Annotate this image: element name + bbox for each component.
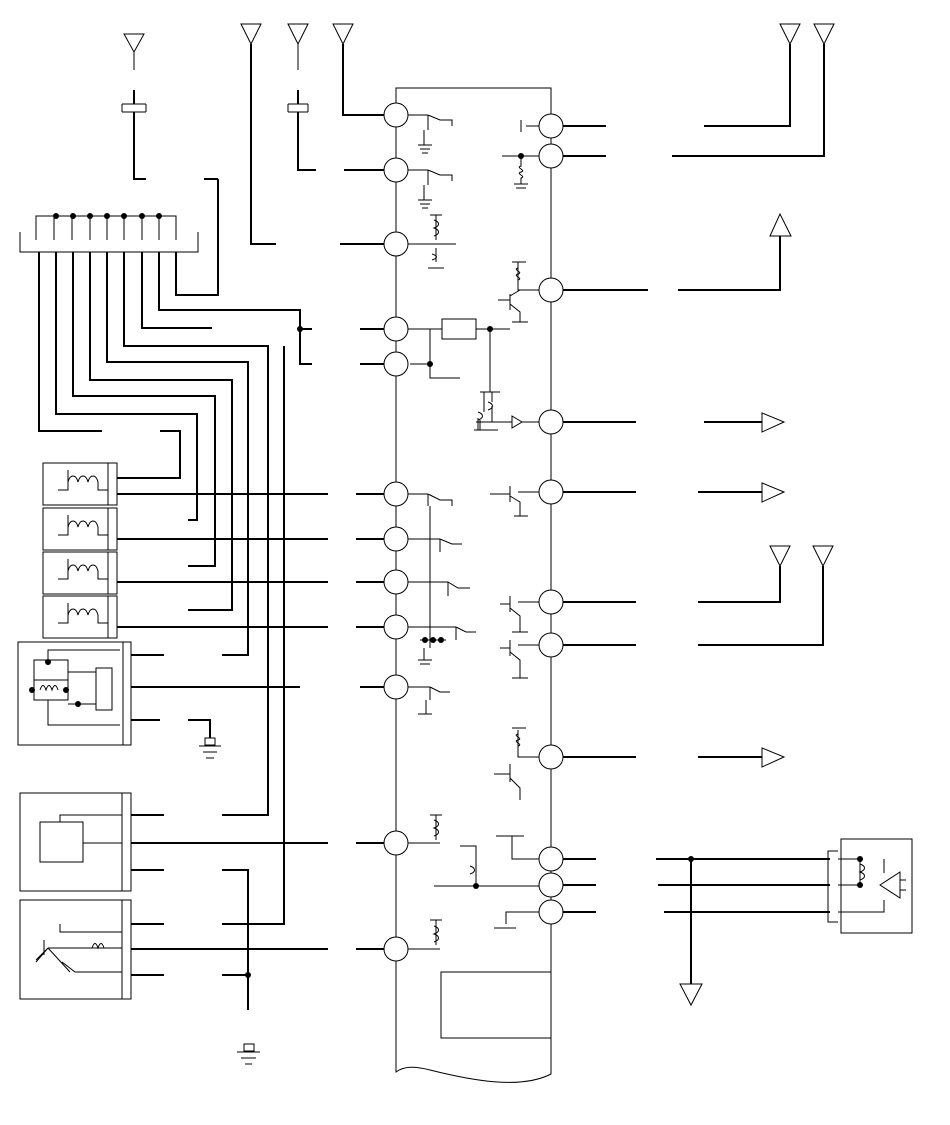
supply-triangle-icon (779, 23, 801, 46)
ecu-terminal-right (538, 846, 564, 872)
ecu-terminal-right (538, 872, 564, 898)
ecu-terminal-left (383, 830, 409, 856)
ecu-terminal-right (538, 143, 564, 169)
ecu-terminal-right (538, 409, 564, 435)
ecu-terminal-left (383, 316, 409, 342)
internal-left-drivers (408, 114, 510, 950)
ecu-terminal-left (383, 936, 409, 962)
ecu-terminal-left (383, 481, 409, 507)
ecu-terminal-right (538, 113, 564, 139)
coil-signal-wires (117, 493, 384, 628)
relay-connector (17, 641, 132, 746)
ecu-terminal-left (383, 674, 409, 700)
ecu-terminal-left (383, 614, 409, 640)
supply-triangle-icon (769, 545, 791, 568)
internal-right-drivers (434, 120, 539, 929)
coil-connector (42, 507, 118, 551)
ecu-terminal-left (383, 526, 409, 552)
ecu-left-terminals (383, 102, 409, 962)
ground-symbols (199, 737, 260, 1065)
ground-icon (237, 1043, 260, 1065)
ecu-terminal-left (383, 102, 409, 128)
ecu-terminal-right (538, 632, 564, 658)
ecu-terminal-left (383, 351, 409, 377)
supply-triangles-top (123, 23, 835, 568)
supply-triangle-icon (332, 23, 354, 46)
ecu-terminal-right (538, 589, 564, 615)
supply-triangle-icon (813, 23, 835, 46)
ground-icon (199, 737, 221, 759)
right-output-wires (563, 44, 830, 936)
fuse-symbols (121, 44, 309, 113)
coil-connector (42, 551, 118, 595)
ecu-terminal-right (538, 277, 564, 303)
output-arrow-icon (761, 747, 786, 768)
ecu-body (395, 87, 552, 1083)
supply-triangle-icon (240, 23, 262, 46)
output-arrow-icon (761, 412, 786, 433)
top-feed-wires (133, 44, 384, 245)
ecu-terminal-right (538, 479, 564, 505)
sensor-connector (19, 792, 132, 892)
ecu-terminal-left (383, 157, 409, 183)
ecu-terminal-right (538, 744, 564, 770)
ecu-terminal-right (538, 899, 564, 925)
harness-wires (38, 178, 384, 816)
up-arrow-icon (769, 212, 792, 237)
multi-pin-connector (19, 213, 199, 253)
ecu-terminal-left (383, 231, 409, 257)
sensor-wires (131, 814, 384, 1010)
sensor-wires (131, 346, 384, 978)
down-arrow-icon (679, 983, 703, 1007)
supply-triangle-icon (123, 33, 145, 54)
coil-connector (42, 595, 118, 639)
output-arrows (679, 212, 792, 1007)
supply-triangle-icon (812, 545, 834, 568)
sensor-connector (19, 899, 132, 1000)
output-arrow-icon (761, 482, 786, 503)
right-sensor-connector (827, 838, 913, 934)
supply-triangle-icon (287, 23, 309, 46)
coil-connector (42, 462, 118, 506)
relay-wires (131, 654, 384, 738)
ecu-terminal-left (383, 569, 409, 595)
coil-connectors (42, 462, 118, 639)
